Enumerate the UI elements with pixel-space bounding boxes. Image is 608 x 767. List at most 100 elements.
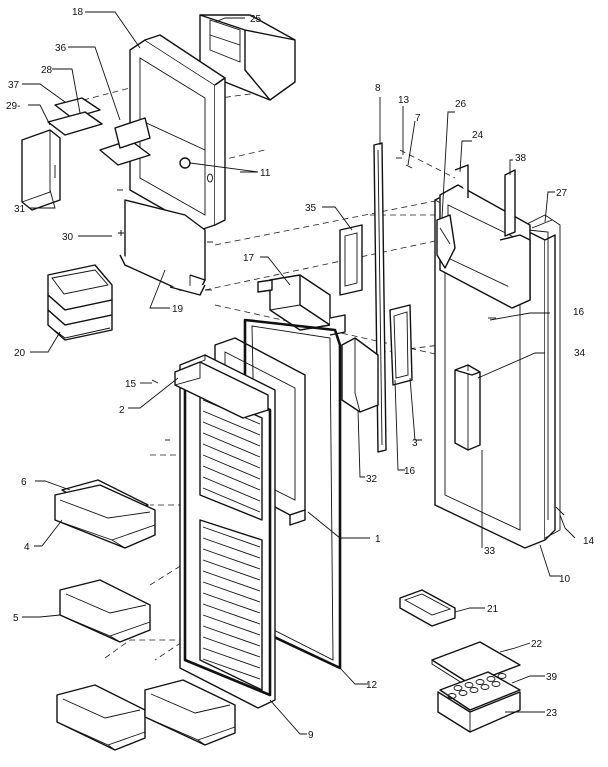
door-shelf-rung <box>202 432 261 458</box>
door-shelf-rung <box>202 581 261 603</box>
door-shelf-rung <box>202 592 261 614</box>
ice-cell <box>458 690 468 696</box>
callout-29: 29- <box>6 101 20 112</box>
callout-30: 30 <box>62 232 74 243</box>
callout-21: 21 <box>487 604 499 615</box>
door-shelf-rung <box>202 465 261 491</box>
callout-23: 23 <box>546 708 558 719</box>
callout-39: 39 <box>546 672 558 683</box>
callout-32: 32 <box>366 474 378 485</box>
screw-markers <box>117 157 565 516</box>
callout-14: 14 <box>583 536 595 547</box>
callout-37: 37 <box>8 80 20 91</box>
callout-16-right: 16 <box>573 307 585 318</box>
part-28-shelf <box>47 111 103 136</box>
ice-cell <box>486 676 496 682</box>
ice-cell <box>453 685 463 691</box>
ice-cell <box>491 681 501 687</box>
part-4-door-bin <box>54 484 156 549</box>
callout-38: 38 <box>515 153 527 164</box>
part-23-ice-bin <box>437 691 521 733</box>
callout-25: 25 <box>250 14 262 25</box>
ice-cell <box>464 682 474 688</box>
callout-8: 8 <box>375 83 381 94</box>
callout-27: 27 <box>556 188 568 199</box>
door-shelf-rung <box>202 537 261 559</box>
door-shelf-rung <box>202 421 261 447</box>
callout-2: 2 <box>119 405 125 416</box>
part-36-shelf <box>99 117 151 166</box>
callout-6: 6 <box>21 477 27 488</box>
part-3-panel <box>389 304 413 386</box>
callout-10: 10 <box>559 574 571 585</box>
part-32-panel <box>341 337 379 413</box>
callout-33: 33 <box>484 546 496 557</box>
door-shelf-rung <box>202 443 261 469</box>
part-bottom-bin-left <box>56 684 146 751</box>
callout-3: 3 <box>412 438 418 449</box>
door-shelf-rung <box>202 410 261 436</box>
part-5-bin <box>59 579 151 643</box>
part-2-door-cap <box>174 361 269 419</box>
callout-15: 15 <box>125 379 137 390</box>
ice-cell <box>475 679 485 685</box>
part-39-ice-tray <box>439 671 521 711</box>
part-34-handle <box>454 364 481 451</box>
callout-labels: 18 25 36 28 37 29- 31 30 11 19 20 17 35 … <box>6 7 595 741</box>
ice-cell <box>480 684 490 690</box>
leader-lines <box>22 11 576 735</box>
callout-11: 11 <box>260 168 271 179</box>
ice-cell <box>447 693 457 699</box>
door-shelf-rung <box>202 454 261 480</box>
door-shelf-rung <box>202 614 261 636</box>
door-shelf-rung <box>202 647 261 669</box>
callout-28: 28 <box>41 65 53 76</box>
part-38-bracket <box>454 164 516 237</box>
door-shelf-rung <box>202 625 261 647</box>
part-bottom-bin-right <box>144 679 236 746</box>
callout-7: 7 <box>415 113 421 124</box>
ice-cell <box>469 687 479 693</box>
callout-13: 13 <box>398 95 410 106</box>
door-shelf-rung <box>202 476 261 502</box>
part-27-door-skin <box>524 214 561 539</box>
callout-34: 34 <box>574 348 586 359</box>
door-shelf-rung <box>202 570 261 592</box>
callout-36: 36 <box>55 43 67 54</box>
callout-35: 35 <box>305 203 317 214</box>
ice-tray-cells <box>447 673 507 699</box>
callout-20: 20 <box>14 348 26 359</box>
callout-17: 17 <box>243 253 255 264</box>
callout-5: 5 <box>13 613 19 624</box>
callout-4: 4 <box>24 542 30 553</box>
part-9-freezer-door <box>179 354 276 709</box>
ice-cell <box>497 673 507 679</box>
door-shelf-rung <box>202 636 261 658</box>
door-shelf-rung <box>202 559 261 581</box>
part-37-shelf <box>54 97 101 119</box>
part-31-small-door <box>21 129 61 211</box>
callout-16-center: 16 <box>404 466 416 477</box>
callout-24: 24 <box>472 130 484 141</box>
door-shelf-rung <box>202 526 261 548</box>
callout-1: 1 <box>375 534 381 545</box>
door-shelf-rung <box>202 548 261 570</box>
part-18-top-frame <box>129 34 226 231</box>
part-26-chute <box>436 214 456 269</box>
callout-9: 9 <box>308 730 314 741</box>
part-19-drawer-front <box>119 199 206 296</box>
callout-12: 12 <box>366 680 378 691</box>
callout-22: 22 <box>531 639 543 650</box>
callout-18: 18 <box>72 7 84 18</box>
callout-19: 19 <box>172 304 184 315</box>
part-35-frame <box>339 224 363 296</box>
part-20-containers <box>47 264 113 341</box>
door-shelf-rung <box>202 658 261 680</box>
door-shelf-rung <box>202 487 261 513</box>
callout-31: 31 <box>14 204 26 215</box>
door-shelf-rung <box>202 603 261 625</box>
part-22-lid <box>431 641 521 689</box>
callout-26: 26 <box>455 99 467 110</box>
part-21-tray <box>399 589 456 627</box>
